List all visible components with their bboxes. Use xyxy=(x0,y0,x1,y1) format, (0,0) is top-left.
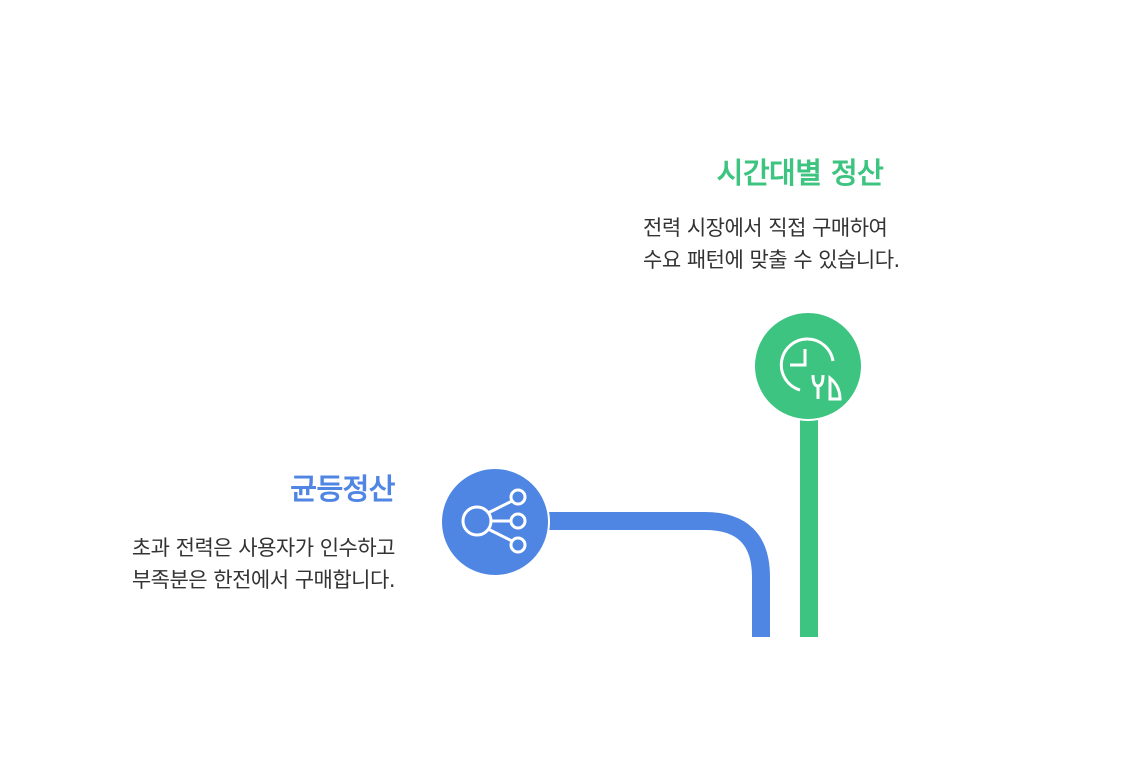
item-description-time-settlement: 전력 시장에서 직접 구매하여 수요 패턴에 맞출 수 있습니다. xyxy=(643,212,1003,276)
blue-connector-line xyxy=(540,512,770,637)
clock-plant-icon xyxy=(779,337,842,401)
description-line: 부족분은 한전에서 구매합니다. xyxy=(131,568,396,592)
item-description-equal-settlement: 초과 전력은 사용자가 인수하고 부족분은 한전에서 구매합니다. xyxy=(20,532,396,596)
blue-node xyxy=(440,467,550,577)
item-title-equal-settlement: 균등정산 xyxy=(290,472,395,506)
description-line: 수요 패턴에 맞출 수 있습니다. xyxy=(643,248,900,272)
description-line: 초과 전력은 사용자가 인수하고 xyxy=(131,536,396,560)
item-title-time-settlement: 시간대별 정산 xyxy=(716,156,884,190)
green-node xyxy=(753,311,863,421)
description-line: 전력 시장에서 직접 구매하여 xyxy=(643,216,888,240)
share-network-icon xyxy=(461,488,527,554)
